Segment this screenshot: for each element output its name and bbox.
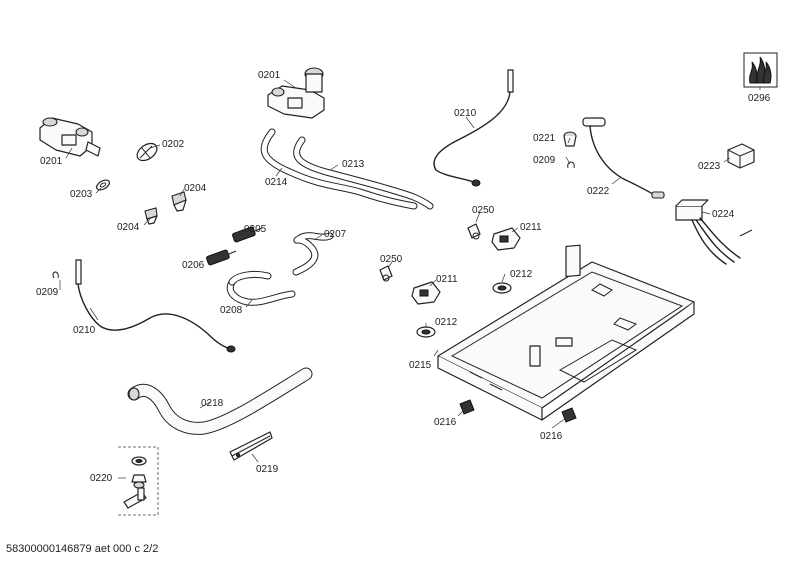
hob-housing-tray — [437, 244, 695, 421]
label-0220: 0220 — [90, 473, 113, 484]
valve-0250-top — [467, 223, 481, 240]
injector-part-0205 — [232, 226, 263, 243]
label-0250-mid: 0250 — [380, 254, 403, 265]
ignition-electrode-0222 — [582, 117, 665, 199]
washer-part — [96, 179, 110, 191]
gas-pipe-0207 — [292, 232, 334, 276]
burner-valve-body-left — [39, 117, 101, 157]
label-0219: 0219 — [256, 464, 279, 475]
label-0216-left: 0216 — [434, 417, 457, 428]
knob-ring-lower — [416, 326, 436, 338]
label-0215: 0215 — [409, 360, 432, 371]
label-0213: 0213 — [342, 159, 365, 170]
wiring-harness-0224 — [675, 199, 753, 265]
label-0210-left: 0210 — [73, 325, 96, 336]
label-0206: 0206 — [182, 260, 205, 271]
label-0250-top: 0250 — [472, 205, 495, 216]
leader-lines — [59, 79, 761, 479]
bracket-0216-right — [561, 407, 577, 423]
label-0221: 0221 — [533, 133, 556, 144]
label-0202: 0202 — [162, 139, 185, 150]
label-0207: 0207 — [324, 229, 347, 240]
label-0222: 0222 — [587, 186, 610, 197]
label-0216-right: 0216 — [540, 431, 563, 442]
gas-pipe-0213 — [293, 136, 434, 210]
nozzle-part-a — [171, 191, 187, 212]
gas-pipe-0214 — [260, 128, 418, 210]
valve-0211-mid — [411, 281, 441, 305]
label-0208: 0208 — [220, 305, 243, 316]
knob-ring-upper — [492, 282, 512, 294]
fittings-kit-0220 — [118, 446, 159, 516]
label-0205: 0205 — [244, 224, 267, 235]
burner-cap-part — [136, 142, 158, 162]
label-0211-top: 0211 — [520, 222, 542, 233]
label-0224: 0224 — [712, 209, 735, 220]
label-0209-left: 0209 — [36, 287, 59, 298]
thermocouple-left — [75, 259, 236, 353]
label-0211-mid: 0211 — [436, 274, 458, 285]
label-0209-right: 0209 — [533, 155, 556, 166]
document-footer-code: 58300000146879 aet 000 c 2/2 — [6, 543, 159, 555]
label-0201-left: 0201 — [40, 156, 63, 167]
ignition-module-0223 — [727, 143, 755, 169]
gas-flame-logo-icon — [743, 52, 778, 88]
label-0204-lower: 0204 — [117, 222, 140, 233]
nozzle-part-b — [144, 207, 158, 225]
gas-pipe-0208 — [226, 270, 296, 306]
label-0218: 0218 — [201, 398, 224, 409]
label-0203: 0203 — [70, 189, 93, 200]
label-0210-top: 0210 — [454, 108, 477, 119]
label-0201-top: 0201 — [258, 70, 281, 81]
clip-part-left — [52, 271, 59, 279]
valve-0250-mid — [379, 265, 393, 282]
label-0214: 0214 — [265, 177, 288, 188]
part-labels: 0201 0201 0202 0203 0204 0204 0205 0206 … — [36, 70, 771, 484]
label-0204-upper: 0204 — [184, 183, 207, 194]
ignition-cap-0221 — [563, 131, 577, 147]
clip-part-right — [567, 161, 575, 169]
rail-0219 — [229, 431, 273, 461]
burner-valve-body-top — [267, 67, 325, 119]
label-0223: 0223 — [698, 161, 721, 172]
label-0212-upper: 0212 — [510, 269, 533, 280]
bent-pipe-0218 — [127, 367, 313, 435]
thermocouple-top — [433, 69, 514, 187]
valve-0211-top — [491, 227, 521, 251]
label-0212-lower: 0212 — [435, 317, 458, 328]
label-0296: 0296 — [748, 93, 771, 104]
